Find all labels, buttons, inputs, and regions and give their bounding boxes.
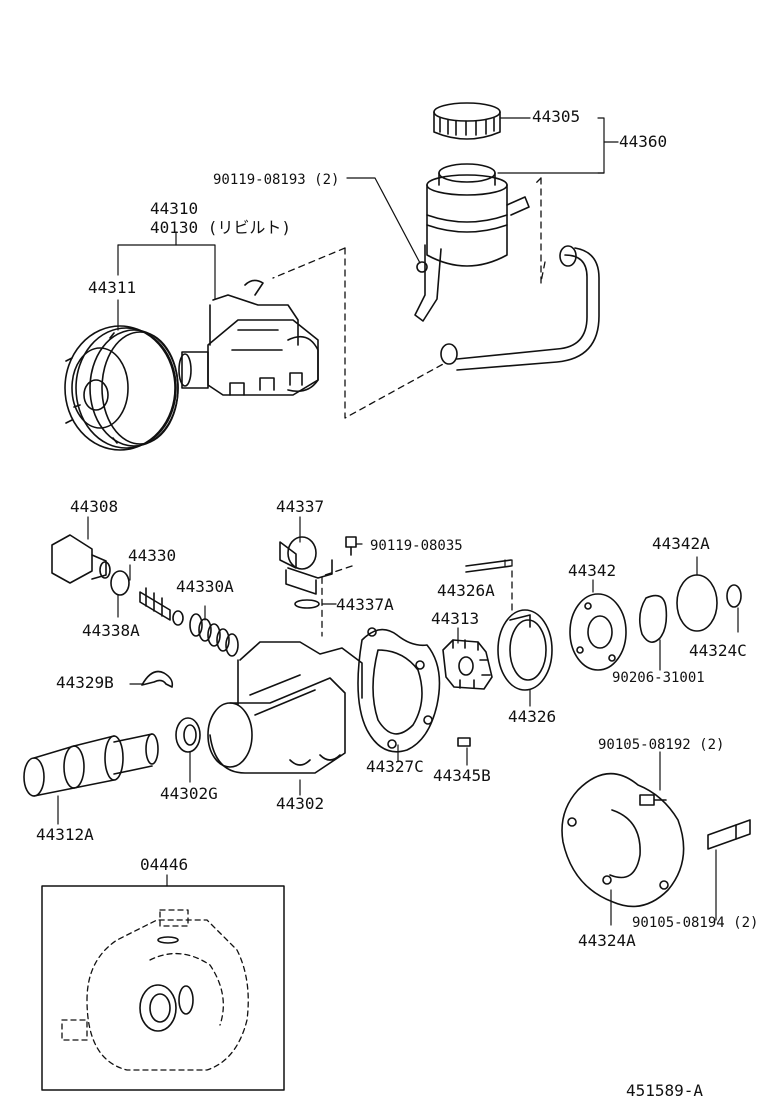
banjo-44337 [279, 536, 333, 595]
inset-seal [139, 936, 194, 1032]
label-90105-08192: 90105-08192 (2) [598, 737, 725, 753]
label-90105-08194: 90105-08194 (2) [632, 915, 759, 931]
fitting-44308 [51, 534, 111, 584]
label-44338a: 44338A [82, 621, 140, 640]
label-44324c: 44324C [689, 641, 747, 660]
label-44312a: 44312A [36, 825, 94, 844]
label-44360: 44360 [619, 132, 668, 151]
housing-44302 [207, 641, 363, 774]
clip-44329b [141, 670, 174, 688]
label-44305: 44305 [532, 107, 581, 126]
label-44302: 44302 [276, 794, 325, 813]
label-44345b: 44345B [433, 766, 491, 785]
label-40130: 40130 (リビルト) [150, 218, 292, 237]
label-44337: 44337 [276, 497, 325, 516]
gasket-44327c [357, 627, 441, 753]
reservoir-cap [433, 102, 501, 140]
label-90206-31001: 90206-31001 [612, 670, 705, 686]
label-44311: 44311 [88, 278, 137, 297]
vane-44345b [457, 737, 471, 747]
shaft-44312a [23, 733, 159, 797]
return-hose [440, 245, 600, 371]
rotor-44313 [442, 639, 493, 690]
reservoir-tank [414, 163, 530, 322]
pin-44326a [465, 559, 512, 573]
label-44326: 44326 [508, 707, 557, 726]
label-44342: 44342 [568, 561, 617, 580]
dashed-leaders [272, 177, 546, 637]
pump-assembly [178, 279, 319, 396]
label-44337a: 44337A [336, 595, 394, 614]
cover-44324a [561, 772, 685, 908]
o-ring-44338a [110, 570, 130, 596]
label-44342a: 44342A [652, 534, 710, 553]
cam-ring-44326 [497, 609, 553, 691]
o-ring-44324c [726, 584, 742, 608]
gasket-90206-31001 [638, 594, 668, 643]
label-44324a: 44324A [578, 931, 636, 950]
pulley [64, 325, 179, 451]
diagram-id: 451589-A [626, 1081, 704, 1100]
label-44310: 44310 [150, 199, 199, 218]
o-ring-44337a [294, 599, 320, 609]
label-44302g: 44302G [160, 784, 218, 803]
bolt-90119-08035 [345, 536, 357, 556]
label-44329b: 44329B [56, 673, 114, 692]
plate-44342 [569, 593, 627, 671]
label-44326a: 44326A [437, 581, 495, 600]
label-90119-08193: 90119-08193 (2) [213, 172, 340, 188]
label-44330: 44330 [128, 546, 177, 565]
bolt-90105-08194 [707, 819, 751, 850]
valve-44330 [139, 587, 184, 626]
inset-box-04446 [41, 885, 285, 1091]
label-44330a: 44330A [176, 577, 234, 596]
seal-44302g [175, 717, 201, 753]
label-44313: 44313 [431, 609, 480, 628]
label-04446: 04446 [140, 855, 189, 874]
o-ring-44342a [676, 574, 718, 632]
label-44308: 44308 [70, 497, 119, 516]
label-90119-08035: 90119-08035 [370, 538, 463, 554]
inset-pump-outline [61, 909, 249, 1071]
spring-44330a [189, 613, 239, 657]
leader-lines [57, 117, 739, 926]
label-44327c: 44327C [366, 757, 424, 776]
